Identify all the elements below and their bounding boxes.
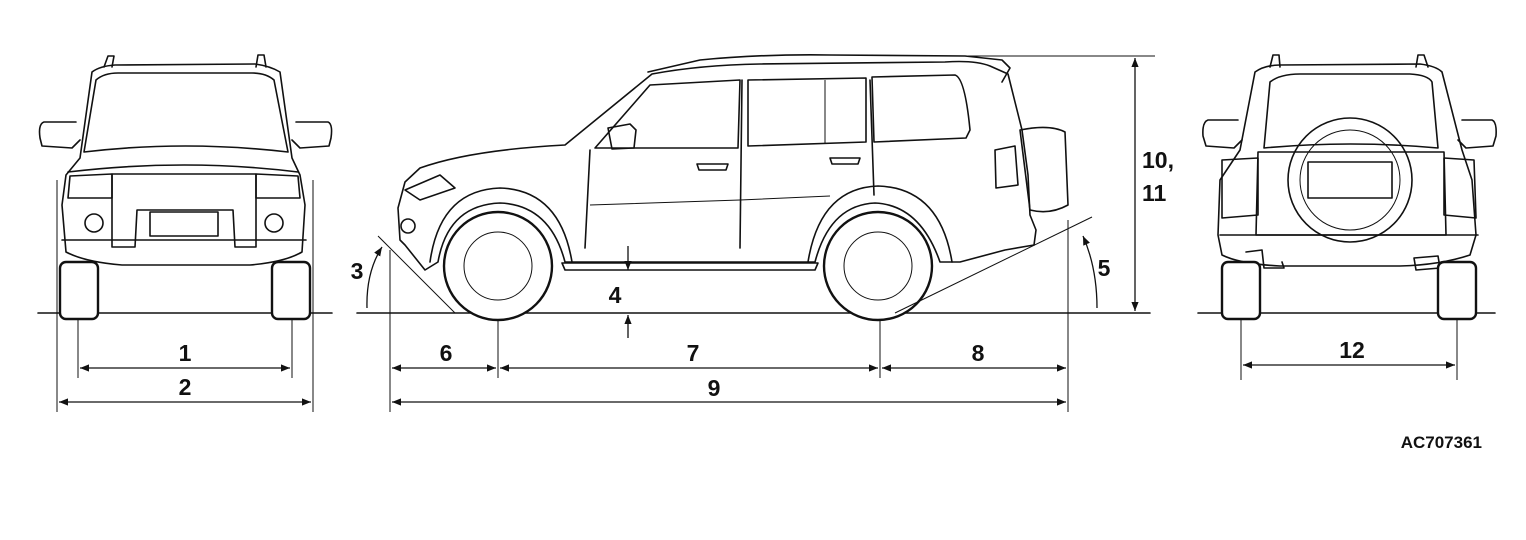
- rear-spare-cover-inner: [1299, 129, 1401, 231]
- dim-label-3: 3: [351, 258, 364, 284]
- front-tire-right: [270, 260, 312, 321]
- rear-tailgate: [1255, 151, 1447, 236]
- departure-angle-line: [894, 216, 1093, 314]
- side-front-rim: [463, 231, 533, 301]
- front-body-outline: [61, 63, 306, 266]
- rear-spare-plate: [1307, 161, 1393, 199]
- front-mirror-left: [38, 121, 81, 149]
- dim-label-5: 5: [1098, 255, 1111, 281]
- approach-angle-line: [377, 235, 456, 314]
- front-roof-rail-left: [103, 55, 115, 68]
- side-body-outline: [397, 60, 1037, 271]
- rear-tail-lamp-right: [1443, 157, 1477, 219]
- dim-label-10: 10,: [1142, 147, 1174, 173]
- side-tail-lamp: [994, 145, 1019, 189]
- side-headlight: [404, 174, 456, 201]
- dim-label-1: 1: [179, 340, 192, 366]
- side-front-door-edge: [584, 149, 591, 249]
- dim-arc-5: [1082, 235, 1098, 309]
- rear-roof-rail-right: [1415, 54, 1429, 68]
- front-license-plate: [149, 211, 219, 237]
- side-foglamp: [400, 218, 416, 234]
- side-b-pillar: [739, 79, 743, 249]
- side-rear-arch: [807, 185, 953, 263]
- rear-mirror-left: [1202, 119, 1243, 149]
- figure-code: AC707361: [1401, 433, 1482, 452]
- side-mirror: [607, 123, 637, 150]
- side-rear-door-handle: [829, 157, 861, 165]
- side-body-crease: [589, 195, 831, 206]
- dim-label-6: 6: [440, 340, 453, 366]
- side-step: [561, 262, 819, 271]
- side-window-quarter: [871, 74, 971, 143]
- front-windshield: [83, 72, 289, 153]
- front-mirror-right: [291, 121, 333, 149]
- dim-label-8: 8: [972, 340, 985, 366]
- side-front-tire: [442, 210, 554, 322]
- rear-tire-right: [1436, 260, 1478, 321]
- dim-label-9: 9: [708, 375, 721, 401]
- rear-tail-lamp-left: [1221, 157, 1259, 219]
- front-foglamp-left: [84, 213, 104, 233]
- front-headlight-left: [67, 173, 113, 199]
- side-window-rear: [747, 77, 867, 147]
- front-foglamp-right: [264, 213, 284, 233]
- dim-label-7: 7: [687, 340, 700, 366]
- side-rear-door-edge: [869, 79, 875, 196]
- rear-mirror-right: [1457, 119, 1497, 149]
- side-window-front: [594, 79, 741, 149]
- rear-roof-rail-left: [1269, 54, 1281, 68]
- side-view: 3 4 5 6 7 8 9 10, 11: [351, 54, 1174, 412]
- dim-label-11: 11: [1142, 180, 1167, 206]
- side-roof-rail: [647, 54, 1011, 83]
- dim-label-4: 4: [609, 282, 622, 308]
- dim-label-12: 12: [1339, 337, 1365, 363]
- front-headlight-right: [255, 173, 301, 199]
- side-rear-tire: [822, 210, 934, 322]
- front-tire-left: [58, 260, 100, 321]
- side-rear-rim: [843, 231, 913, 301]
- front-grille: [111, 173, 257, 248]
- front-view: 1 2: [37, 54, 333, 412]
- side-front-door-handle: [696, 163, 729, 171]
- side-front-arch: [429, 187, 573, 263]
- side-spare-tire: [1019, 126, 1069, 213]
- rear-view: 12: [1197, 54, 1497, 380]
- rear-tire-left: [1220, 260, 1262, 321]
- front-roof-rail-right: [255, 54, 267, 68]
- rear-spare-tire: [1287, 117, 1413, 243]
- dim-arc-3: [366, 246, 383, 309]
- front-hood-line: [67, 164, 299, 173]
- rear-window: [1263, 73, 1439, 149]
- dim-label-2: 2: [179, 374, 192, 400]
- rear-tow-hook: [1245, 249, 1285, 269]
